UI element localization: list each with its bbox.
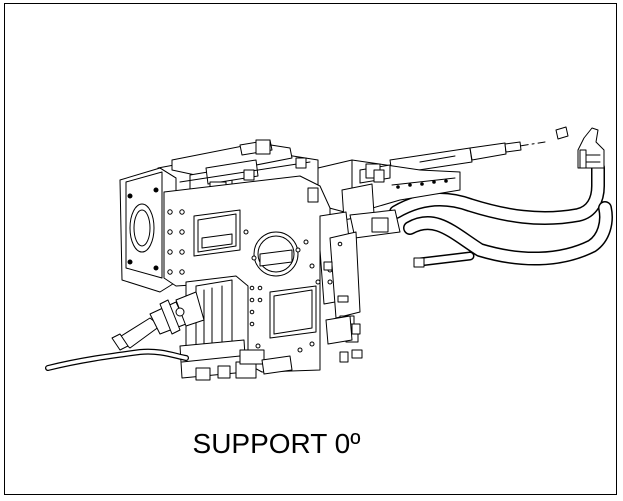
lower-block [179,275,293,381]
left-flange [119,167,177,293]
main-plate [163,175,331,373]
electrode-tip [555,126,605,169]
side-bracket [319,211,363,359]
drawing-caption: SUPPORT 0º [192,428,361,459]
hose [45,348,189,371]
cable-connector [111,291,205,351]
carriage-block [317,159,461,239]
tube-arm [389,161,613,268]
fittings [307,187,361,363]
